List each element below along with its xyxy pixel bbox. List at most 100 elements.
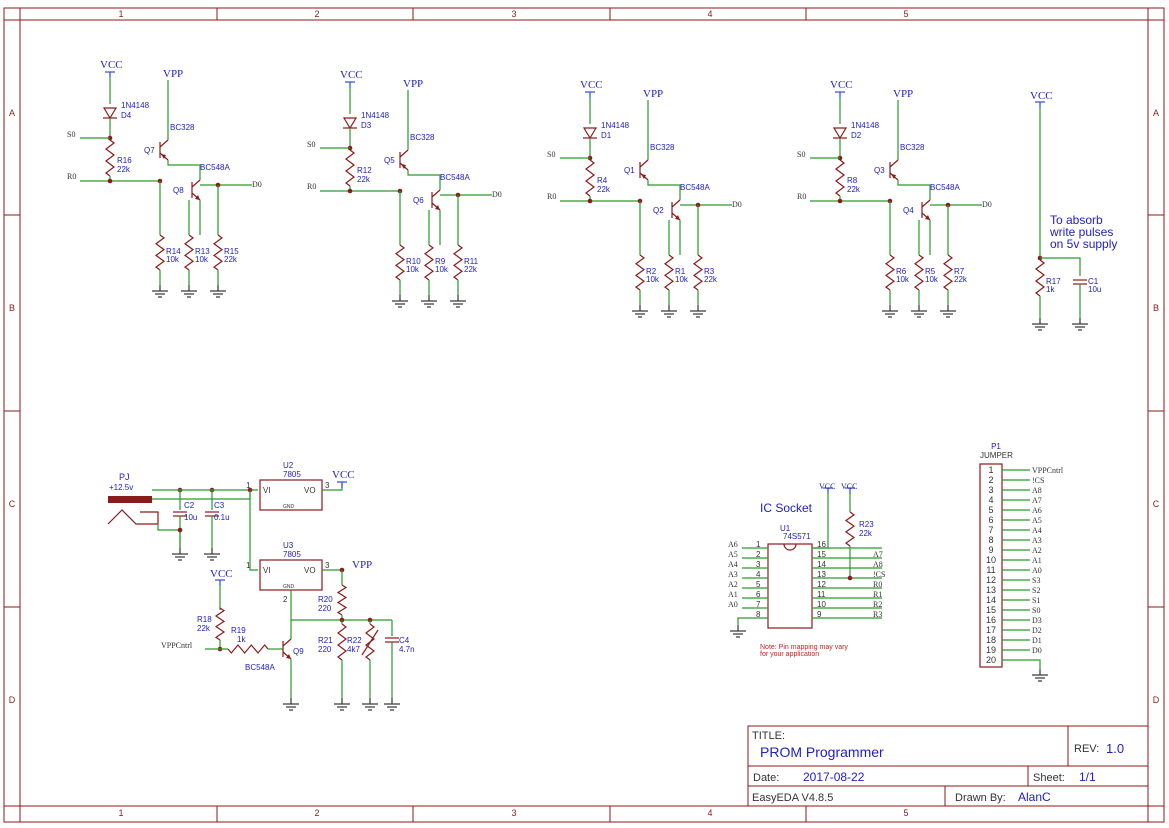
resistor-symbol: [585, 159, 595, 197]
resistor-symbol: [105, 139, 115, 177]
r-net-label: R0: [67, 172, 76, 181]
frame-row-label: A: [9, 108, 15, 118]
transistor-symbol: [921, 199, 931, 208]
capacitor-ref: C4: [399, 636, 410, 645]
frame-column-label: 1: [118, 9, 123, 19]
base-resistor-ref: R4: [597, 176, 608, 185]
pin-number: 13: [817, 570, 826, 579]
resistor-ref: R7: [954, 267, 965, 276]
frame-column-label: 5: [903, 9, 908, 19]
regulator-value: 7805: [283, 470, 301, 479]
pnp-ref-label: Q5: [384, 156, 395, 165]
pin-net-label: R2: [873, 600, 882, 609]
diode-symbol: [342, 117, 358, 130]
resistor-symbol: [663, 254, 675, 291]
wire: [1030, 659, 1041, 669]
pin-number: 2: [756, 550, 761, 559]
vcc-label: VCC: [580, 79, 603, 91]
vpp-label: VPP: [352, 559, 372, 571]
frame-column-label: 5: [903, 808, 908, 818]
wire: [812, 494, 829, 549]
resistor-symbol: [394, 244, 406, 281]
jumper-pin-net: A0: [1032, 566, 1042, 575]
transistor-symbol: [282, 638, 292, 647]
vcc-label: VCC: [830, 79, 853, 91]
diode-symbol: [102, 107, 118, 120]
jumper-pin-net: S0: [1032, 606, 1040, 615]
jumper-pin-net: A7: [1032, 496, 1042, 505]
driver-stages: VCC1N4148D4S0R1622kR0VPPBC328Q7BC548AQ8D…: [67, 59, 992, 318]
software-label: EasyEDA V4.8.5: [752, 792, 833, 804]
resistor-ref: R21: [318, 636, 333, 645]
jumper-pin-net: D0: [1032, 646, 1042, 655]
pnp-ref-label: Q1: [624, 166, 635, 175]
frame-row-label: B: [9, 303, 15, 313]
transistor-symbol: [431, 189, 441, 198]
rev-label: REV:: [1074, 743, 1099, 755]
transistor-symbol: [399, 149, 409, 158]
jumper-pin-number: 18: [986, 635, 996, 645]
vpp-label: VPP: [643, 88, 663, 100]
pnp-part-label: BC328: [410, 133, 435, 142]
pin-number: 1: [246, 561, 251, 570]
diode-ref-label: D2: [851, 131, 862, 140]
pin-number: 2: [283, 595, 288, 604]
base-resistor-value: 22k: [597, 185, 611, 194]
junction-dot: [847, 575, 853, 581]
title-label: TITLE:: [752, 730, 785, 742]
pin-number: 1: [246, 481, 251, 490]
resistor-symbol: [212, 234, 224, 271]
s-net-label: S0: [67, 130, 75, 139]
title-block: TITLE: PROM Programmer REV: 1.0 Date: 20…: [747, 725, 1149, 807]
regulator-u2-body: [259, 479, 323, 511]
capacitor-value: 4.7n: [399, 645, 415, 654]
pin-net-label: A3: [728, 570, 738, 579]
pin-number: 9: [817, 610, 822, 619]
resistor-ref: R22: [347, 636, 362, 645]
resistor-value: 10k: [195, 255, 209, 264]
resistor-ref: R1: [675, 267, 686, 276]
diode-symbol: [832, 127, 848, 140]
resistor-symbol: [913, 254, 925, 291]
base-resistor-ref: R16: [117, 156, 132, 165]
pin-name: VO: [304, 566, 316, 575]
frame-row-label: C: [1153, 499, 1160, 509]
jumper-pin-number: 11: [986, 565, 995, 575]
resistor-ref: R19: [231, 626, 246, 635]
regulator-ref: U3: [283, 541, 294, 550]
resistor-value: 10k: [925, 275, 939, 284]
d-net-label: D0: [492, 190, 502, 199]
ic-note: Note: Pin mapping may vary: [760, 644, 848, 651]
transistor-arrow: [161, 154, 166, 159]
jumper-pin-net: S2: [1032, 586, 1040, 595]
npn-part-label: BC548A: [680, 183, 710, 192]
pnp-part-label: BC328: [900, 143, 925, 152]
resistor-ref: R9: [435, 257, 446, 266]
drawn-by-label: Drawn By:: [955, 792, 1006, 804]
pnp-part-label: BC328: [650, 143, 675, 152]
transistor-arrow: [435, 205, 440, 210]
pin-number: 7: [756, 600, 761, 609]
jumper-pin-number: 10: [986, 555, 996, 565]
vcc-label: VCC: [332, 469, 355, 481]
frame-row-label: A: [1153, 108, 1159, 118]
wire: [249, 490, 258, 571]
jumper-pin-net: A2: [1032, 546, 1042, 555]
transistor-symbol: [889, 159, 899, 168]
pin-name: GND: [283, 584, 295, 590]
resistor-symbol: [452, 244, 464, 281]
diode-part-label: 1N4148: [121, 101, 150, 110]
ic-socket-title: IC Socket: [760, 501, 813, 515]
wire: [647, 180, 681, 200]
pin-number: 4: [756, 570, 761, 579]
note-line: on 5v supply: [1050, 237, 1117, 251]
date-label: Date:: [753, 772, 779, 784]
pin-net-label: R3: [873, 610, 882, 619]
resistor-ref: R10: [406, 257, 421, 266]
resistor-value: 22k: [704, 275, 718, 284]
jumper-pin-number: 6: [988, 515, 993, 525]
jumper-pin-net: A1: [1032, 556, 1042, 565]
